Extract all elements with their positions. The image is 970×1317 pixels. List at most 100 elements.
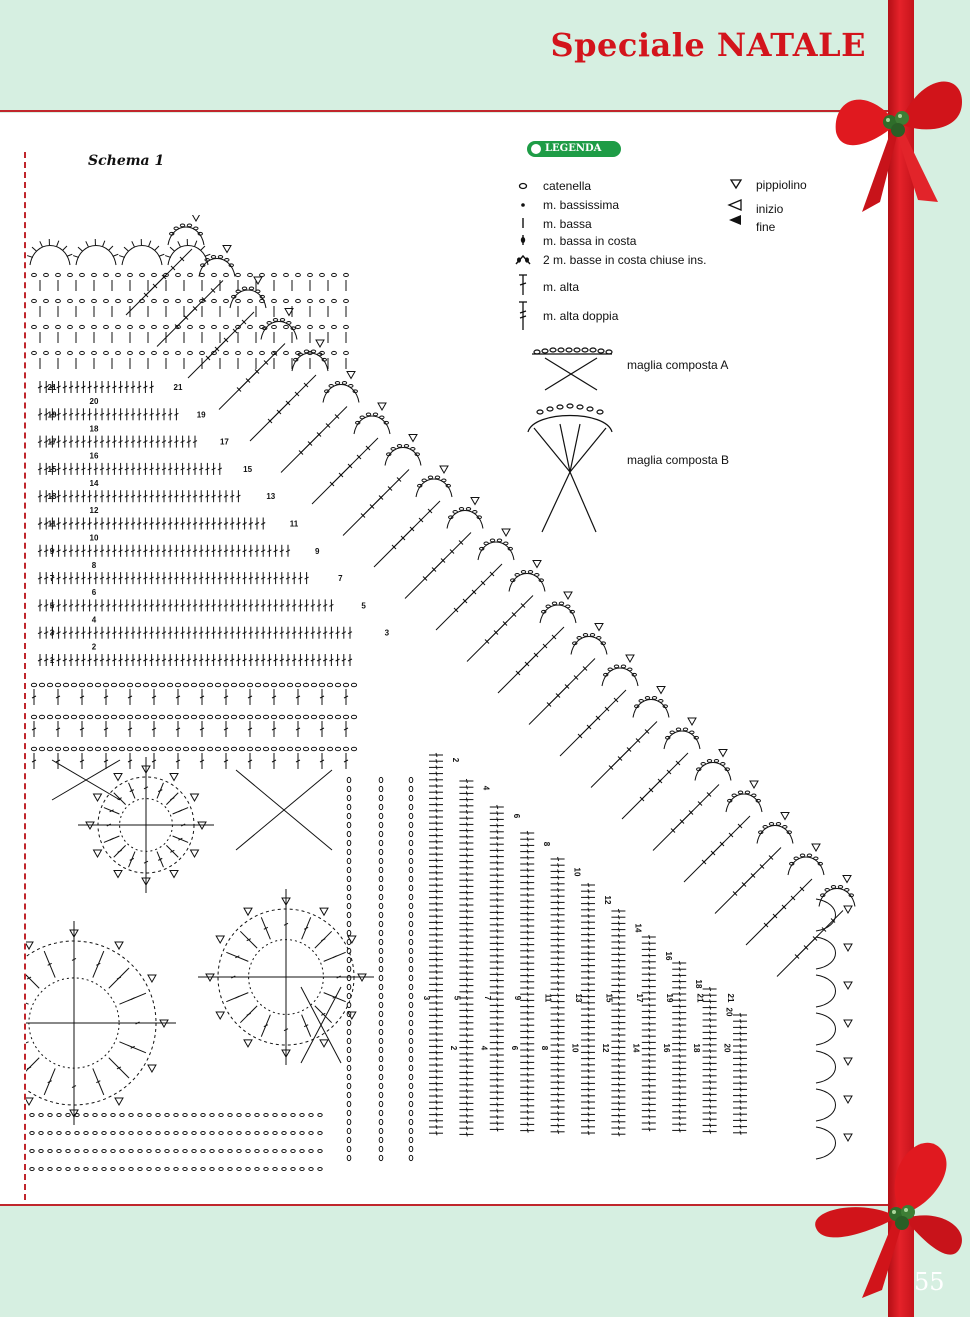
scallop [446,510,484,529]
scallop [508,573,546,592]
picot-mark [532,560,542,569]
row-number: 12 [603,896,612,905]
picot-mark [346,371,356,380]
row-number: 3 [385,629,390,638]
fan [167,245,209,266]
scallop [570,636,608,655]
picot-mark [215,1011,226,1021]
row-number: 11 [290,520,299,529]
picot-mark [147,1064,157,1074]
row-number: 21 [726,994,735,1003]
row-number: 20 [725,1008,734,1017]
scallop [694,762,732,781]
picot-mark [26,941,34,951]
legend-label-double-crochet: m. alta [543,280,580,294]
scallop [632,699,670,718]
picot-mark [843,1019,853,1029]
scallop [725,793,763,813]
picot-mark [346,935,357,945]
row-number: 4 [479,1046,488,1051]
treble-crochet-icon [519,301,527,330]
picot-mark [843,1095,853,1105]
picot-mark [113,869,123,879]
row-number: 6 [92,588,97,597]
cut-guide-line [24,152,26,1200]
picot-mark [26,1097,34,1106]
legend-label-treble-crochet: m. alta doppia [543,309,619,323]
row-number: 9 [315,547,320,556]
end-triangle-icon [729,215,741,225]
fan [815,1126,836,1160]
row-number: 6 [512,814,521,819]
row-number: 8 [542,842,551,847]
schema-title: Schema 1 [88,153,165,169]
page-number: 55 [914,1268,945,1296]
legend-label-start: inizio [756,202,784,216]
row-number: 3 [422,996,431,1001]
composite-stitch-a-icon [532,347,613,391]
picot-mark [284,308,294,317]
row-number: 17 [220,438,229,447]
picot-mark [315,339,325,349]
picot-mark [842,875,852,884]
legend-badge: LEGENDA [527,141,621,157]
scallop [260,321,298,340]
composite-stitch-b-icon [527,403,613,533]
row-number: 13 [266,492,275,501]
red-ribbon [888,0,914,1317]
legend-label-composite-a: maglia composta A [627,358,729,372]
scallop [601,667,639,687]
row-number: 5 [361,601,366,610]
row-number: 8 [540,1046,549,1051]
picot-mark [215,935,226,945]
scallop [322,384,360,403]
row-number: 16 [664,952,673,961]
picot-mark [749,780,759,790]
row-number: 13 [574,994,583,1003]
row-number: 2 [92,643,97,652]
picot-mark [253,276,263,286]
row-number: 18 [692,1044,701,1053]
picot-mark [843,905,853,915]
header-divider [0,110,895,112]
picot-mark [656,686,666,695]
row-number: 5 [452,996,461,1001]
fan [121,245,163,266]
double-crochet-icon [519,274,527,295]
row-number: 16 [90,452,99,461]
row-number: 21 [696,994,705,1003]
picot-mark [346,1011,357,1021]
row-number: 7 [483,996,492,1001]
row-number: 14 [90,479,99,488]
fan [75,245,117,266]
legend-label-chain: catenella [543,179,592,193]
legend-badge-label: LEGENDA [545,143,602,154]
scallop [415,478,453,498]
chain-oval-icon [518,182,528,190]
fan [815,1050,836,1084]
fan [815,898,836,932]
scallop [291,352,329,372]
bottom-bow-icon [815,1142,962,1298]
picot-mark [843,981,853,991]
picot-mark [501,528,511,538]
row-number: 15 [243,465,252,474]
picot-icon [729,179,743,190]
row-number: 18 [90,424,99,433]
row-number: 21 [174,383,183,392]
picot-mark [439,465,449,475]
row-number: 4 [481,786,490,791]
scallop [787,856,825,876]
row-number: 18 [694,980,703,989]
legend-label-two-sc: 2 m. basse in costa chiuse ins. [543,253,707,267]
legend-label-picot: pippiolino [756,178,807,192]
page-title: Speciale NATALE [550,26,866,64]
scallop [384,447,422,466]
top-bow-icon [835,81,962,212]
row-number: 19 [197,410,206,419]
footer-divider [0,1204,890,1206]
row-number: 9 [513,996,522,1001]
picot-mark [594,623,604,632]
row-number: 8 [92,561,97,570]
picot-mark [222,245,232,254]
